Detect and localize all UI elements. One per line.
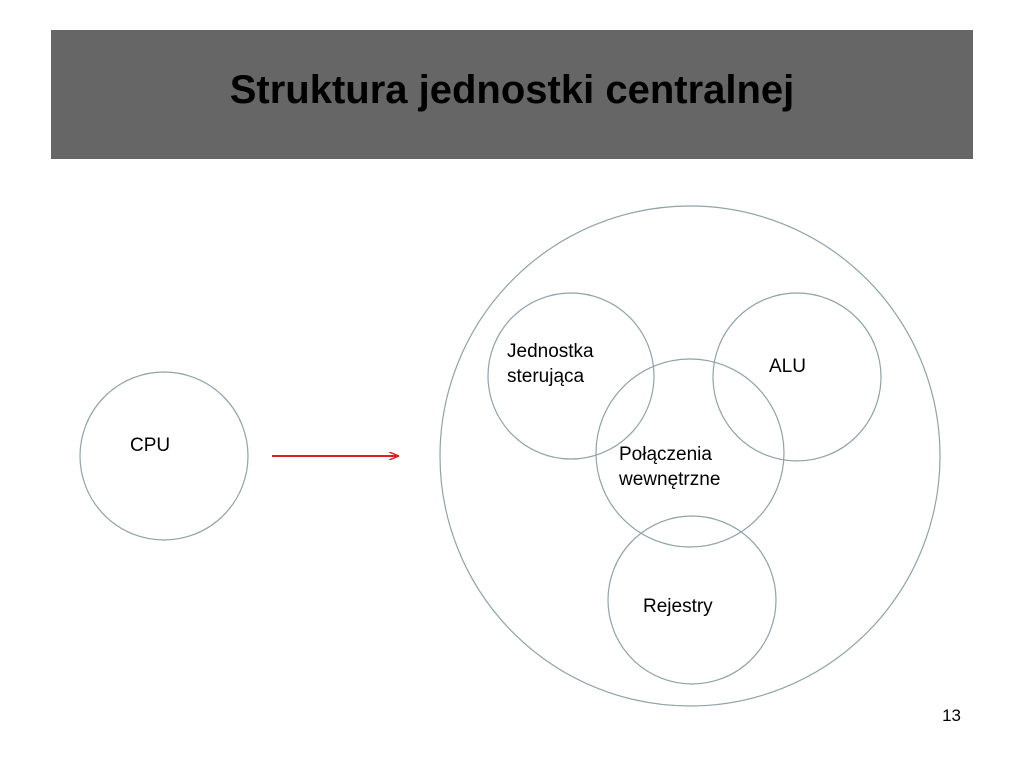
control-unit-label: Jednostka sterująca bbox=[507, 341, 594, 387]
control-unit-circle bbox=[487, 292, 655, 460]
interconnect-circle bbox=[595, 358, 785, 548]
cpu-outer-circle bbox=[439, 205, 941, 707]
slide-title: Struktura jednostki centralnej bbox=[229, 68, 795, 112]
title-bar: Struktura jednostki centralnej bbox=[51, 30, 973, 159]
cpu-circle bbox=[79, 371, 249, 541]
cpu-label: CPU bbox=[130, 435, 171, 456]
alu-circle bbox=[712, 292, 882, 462]
page-number: 13 bbox=[942, 706, 961, 725]
registers-circle bbox=[607, 515, 777, 685]
registers-label: Rejestry bbox=[643, 596, 713, 617]
interconnect-label: Połączenia wewnętrzne bbox=[619, 444, 721, 490]
alu-label: ALU bbox=[769, 356, 806, 377]
